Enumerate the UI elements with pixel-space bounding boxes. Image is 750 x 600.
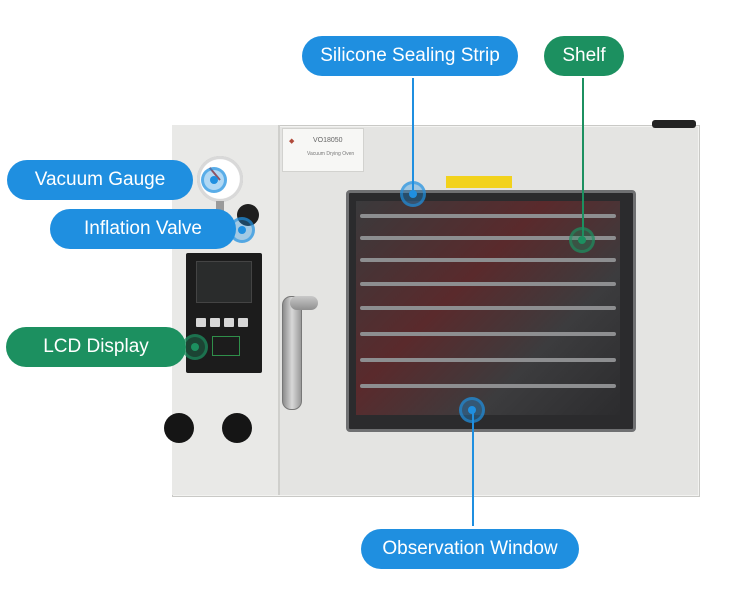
door-handle [282,296,302,410]
leader-line-observation-window [472,408,474,526]
inlet-knob [222,413,252,443]
shelf-rack [360,384,616,388]
callout-lcd-display: LCD Display [6,327,186,367]
callout-shelf: Shelf [544,36,624,76]
top-vent [652,120,696,128]
shelf-rack [360,258,616,262]
leader-line-shelf [582,78,584,236]
lcd-screen [196,261,252,303]
warning-sticker [446,176,512,188]
power-switch [212,336,240,356]
model-number: VO18050 [313,137,343,144]
marker-sealing-strip [400,181,426,207]
model-subtitle: Vacuum Drying Oven [307,151,355,157]
shelf-rack [360,214,616,218]
gauge-stem [216,201,224,211]
shelf-rack [360,332,616,336]
leader-line-sealing-strip [412,78,414,190]
callout-observation-window: Observation Window [361,529,579,569]
shelf-rack [360,282,616,286]
shelf-rack [360,236,616,240]
marker-observation-window [459,397,485,423]
marker-vacuum-gauge [201,167,227,193]
callout-vacuum-gauge: Vacuum Gauge [7,160,193,200]
controller-button [210,318,220,327]
callout-inflation-valve: Inflation Valve [50,209,236,249]
shelf-rack [360,306,616,310]
controller-button [224,318,234,327]
door-handle-arm [290,296,318,310]
model-label-plate: ◆ VO18050 Vacuum Drying Oven [282,128,364,172]
brand-logo: ◆ [289,138,295,145]
shelf-rack [360,358,616,362]
callout-silicone-sealing-strip: Silicone Sealing Strip [302,36,518,76]
marker-shelf [569,227,595,253]
pump-knob [164,413,194,443]
controller-button [238,318,248,327]
controller-button [196,318,206,327]
